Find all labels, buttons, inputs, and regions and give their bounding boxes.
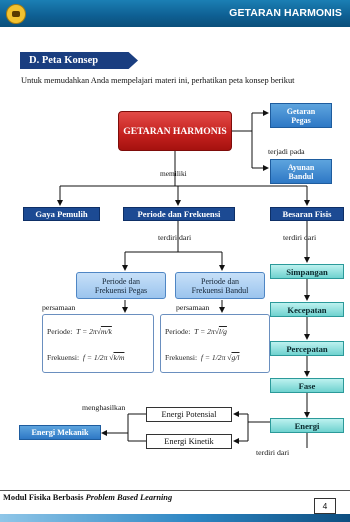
box-percepatan: Percepatan <box>270 341 344 356</box>
label-terdiri-dari-periode: terdiri dari <box>158 233 192 242</box>
page-number: 4 <box>314 498 336 514</box>
pf-bandul-line1: Periode dan <box>201 276 239 286</box>
box-energi: Energi <box>270 418 344 433</box>
footer-text-italic: Problem Based Learning <box>85 493 173 502</box>
box-getaran-pegas: Getaran Pegas <box>270 103 332 128</box>
footer-text-prefix: Modul Fisika Berbasis <box>3 493 86 502</box>
formula-bandul-frekuensi-label: Frekuensi: <box>165 353 198 362</box>
box-fase: Fase <box>270 378 344 393</box>
box-energi-potensial: Energi Potensial <box>146 407 232 422</box>
page-header: GETARAN HARMONIS <box>0 0 350 27</box>
box-ayunan-bandul: Ayunan Bandul <box>270 159 332 184</box>
box-simpangan: Simpangan <box>270 264 344 279</box>
ayunan-bandul-line2: Bandul <box>288 171 314 181</box>
label-memiliki: memiliki <box>160 169 187 178</box>
footer-divider <box>0 490 350 491</box>
school-logo-icon <box>6 4 26 24</box>
label-persamaan-pegas: persamaan <box>42 303 76 312</box>
getaran-pegas-line1: Getaran <box>286 106 316 116</box>
box-periode-dan-frekuensi: Periode dan Frekuensi <box>123 207 235 221</box>
main-concept-getaran-harmonis: GETARAN HARMONIS <box>118 111 232 151</box>
footer-band <box>0 514 350 522</box>
formula-bandul-periode-label: Periode: <box>165 327 191 336</box>
label-menghasilkan: menghasilkan <box>82 403 126 412</box>
box-besaran-fisis: Besaran Fisis <box>270 207 344 221</box>
formula-pegas-periode-label: Periode: <box>47 327 73 336</box>
pf-pegas-line1: Periode dan <box>102 276 140 286</box>
box-gaya-pemulih: Gaya Pemulih <box>23 207 100 221</box>
formula-pegas-frekuensi-label: Frekuensi: <box>47 353 80 362</box>
box-periode-frekuensi-bandul: Periode dan Frekuensi Bandul <box>175 272 265 299</box>
pf-pegas-line2: Frekuensi Pegas <box>94 285 148 295</box>
header-title: GETARAN HARMONIS <box>229 7 342 19</box>
pf-bandul-line2: Frekuensi Bandul <box>191 285 249 295</box>
label-terjadi-pada: terjadi pada <box>268 147 305 156</box>
label-terdiri-dari-energi: terdiri dari <box>256 448 290 457</box>
formula-box-bandul: Periode: T = 2π√l/g Frekuensi: f = 1/2π … <box>160 314 270 373</box>
box-energi-kinetik: Energi Kinetik <box>146 434 232 449</box>
box-energi-mekanik: Energi Mekanik <box>19 425 101 440</box>
ayunan-bandul-line1: Ayunan <box>287 162 315 172</box>
label-persamaan-bandul: persamaan <box>176 303 210 312</box>
box-kecepatan: Kecepatan <box>270 302 344 317</box>
section-title: D. Peta Konsep <box>20 52 138 69</box>
label-terdiri-dari-besaran: terdiri dari <box>283 233 317 242</box>
box-periode-frekuensi-pegas: Periode dan Frekuensi Pegas <box>76 272 166 299</box>
getaran-pegas-line2: Pegas <box>291 115 311 125</box>
footer-text: Modul Fisika Berbasis Problem Based Lear… <box>3 493 172 502</box>
formula-box-pegas: Periode: T = 2π√m/k Frekuensi: f = 1/2π … <box>42 314 154 373</box>
intro-text: Untuk memudahkan Anda mempelajari materi… <box>21 76 295 85</box>
